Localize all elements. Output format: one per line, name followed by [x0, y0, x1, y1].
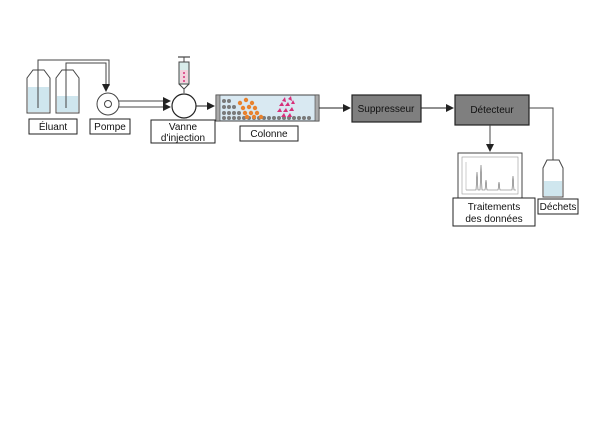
- eluant-line-1: [37, 59, 110, 86]
- waste-bottle-icon: [542, 159, 564, 198]
- injection-valve-label-line2: d'injection: [161, 133, 205, 144]
- eluant-label-box: [28, 118, 78, 135]
- suppressor-label: Suppresseur: [358, 104, 415, 115]
- syringe-icon: [178, 56, 190, 93]
- column-label: Colonne: [250, 129, 288, 140]
- waste-label-box: [537, 198, 579, 215]
- detector-box: [454, 94, 530, 126]
- detector-to-waste-line: [529, 107, 554, 185]
- injection-valve-label-box: [150, 119, 216, 144]
- pump-label: Pompe: [94, 122, 126, 133]
- data-processing-label-line2: des données: [465, 214, 522, 225]
- waste-label: Déchets: [540, 202, 577, 213]
- column-label-box: [239, 125, 299, 142]
- injection-valve-icon: [171, 93, 197, 119]
- eluant-bottle-1: [26, 63, 51, 114]
- eluant-label: Éluant: [39, 120, 68, 133]
- pump-label-box: [89, 118, 131, 135]
- pump-rotor-icon: [104, 100, 112, 108]
- suppressor-box: [351, 94, 422, 123]
- eluant-line-2: [65, 62, 110, 92]
- data-processing-label-line1: Traitements: [468, 202, 520, 213]
- detector-label: Détecteur: [470, 105, 514, 116]
- column-icon: [215, 94, 320, 122]
- chromatogram-monitor-icon: [457, 152, 523, 199]
- eluant-bottle-2: [55, 68, 80, 114]
- data-processing-label-box: [452, 197, 536, 227]
- injection-valve-label-line1: Vanne: [169, 122, 198, 133]
